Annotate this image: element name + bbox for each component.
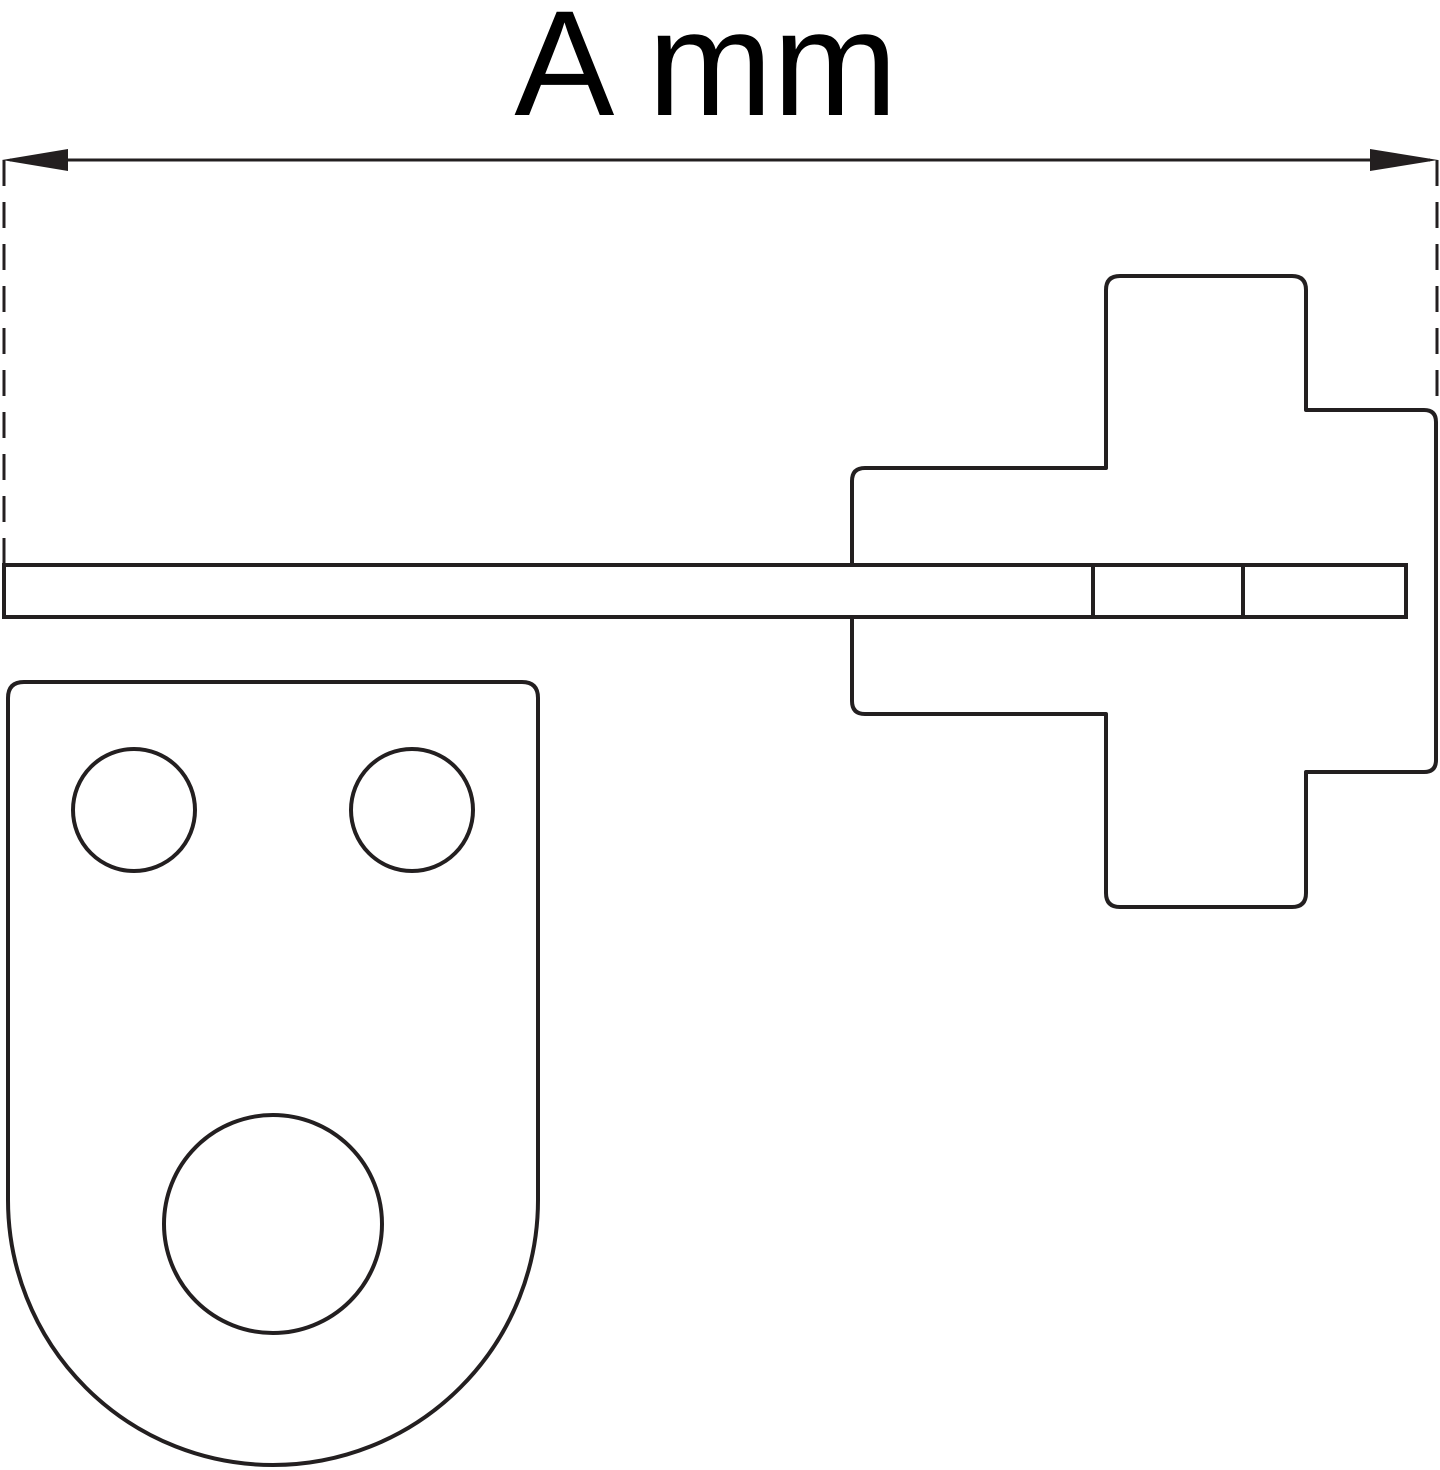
mounting-plate (6, 680, 540, 1467)
mounting-hole-small-left (71, 747, 197, 873)
dimension-label: A mm (514, 0, 897, 147)
horizontal-bar (2, 563, 1408, 619)
mounting-hole-large (162, 1113, 384, 1335)
dimension-line (2, 149, 1438, 171)
right-arrowhead (1370, 149, 1438, 171)
extension-lines (2, 160, 1439, 565)
left-arrowhead (2, 149, 68, 171)
mounting-hole-small-right (349, 747, 475, 873)
